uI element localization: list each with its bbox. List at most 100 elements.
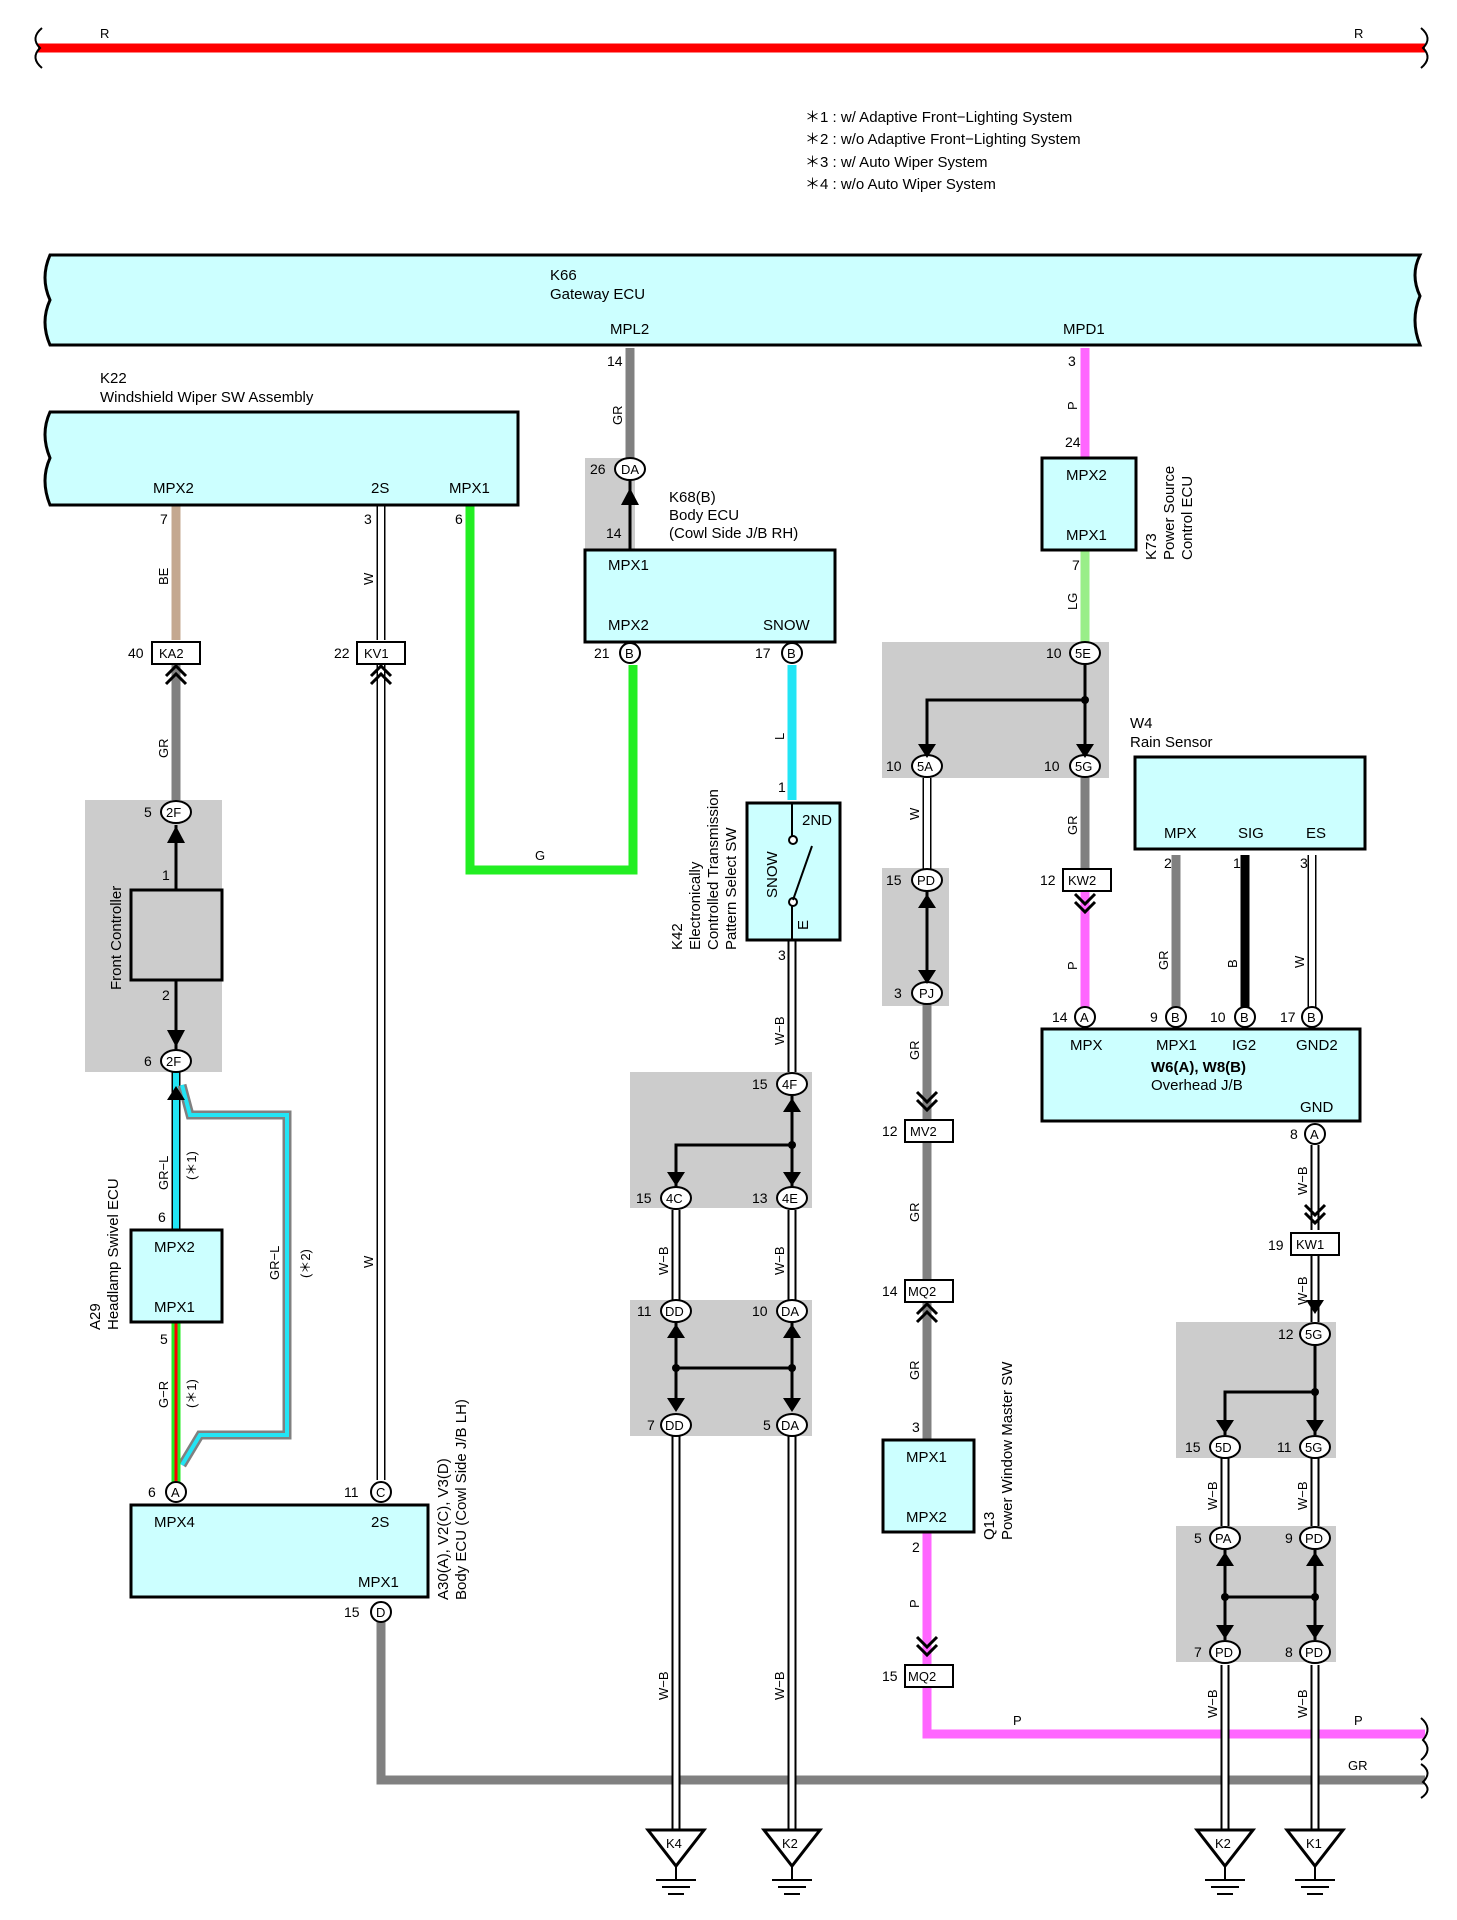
- j5e-conn: 5E: [1075, 646, 1091, 661]
- fc-conn-2f-b: 2F: [166, 1054, 181, 1069]
- w4-pin-es: ES: [1306, 825, 1326, 842]
- wire-label-w1: W: [361, 572, 376, 585]
- wire-label-wb-pd4: W−B: [1295, 1689, 1310, 1718]
- fc-num-5: 5: [144, 804, 152, 820]
- w6-num-10: 10: [1210, 1009, 1226, 1025]
- k66-pin-mpd1: MPD1: [1063, 321, 1105, 338]
- w6-conn-a2: A: [1310, 1127, 1319, 1142]
- k22-pin-2s: 2S: [371, 480, 389, 497]
- k68-name: Body ECU: [669, 507, 739, 524]
- k73-pin-mpx1: MPX1: [1066, 527, 1107, 544]
- k66-pin-num-3: 3: [1068, 353, 1076, 369]
- wire-label-gr-mv2: GR: [907, 1203, 922, 1223]
- inline-connectors: 40 KA2 22 KV1 12 KW2 12 MV2 14 MQ2 15 MQ…: [128, 641, 1340, 1688]
- wire-label-grl2: GR−L: [267, 1246, 282, 1280]
- k66-pin-num-14: 14: [607, 353, 623, 369]
- jda1-conn: DA: [781, 1304, 799, 1319]
- wire-color-labels: GR P BE W GR G L LG W GR P GR B W GR−L (…: [156, 401, 1368, 1773]
- ground-symbols: K4 K2 K2 K1: [644, 1828, 1347, 1895]
- w6-overhead-jb: 14 A 9 B 10 B 17 B MPX MPX1 IG2 GND2 W6(…: [1040, 1006, 1362, 1145]
- k66-gateway-ecu: K66 Gateway ECU MPL2 MPD1 14 3: [43, 253, 1423, 369]
- k42-name2: Controlled Transmission: [705, 789, 722, 950]
- w4-num-3: 3: [1300, 855, 1308, 871]
- a30-body-ecu: 6 A 11 C MPX4 2S MPX1 15 D A30(A), V2(C)…: [129, 1399, 470, 1623]
- q13-power-window-master-switch: 3 MPX1 MPX2 2 Q13 Power Window Master SW: [881, 1361, 1016, 1555]
- k42-pin-e: E: [795, 920, 812, 930]
- k22-num-6: 6: [455, 511, 463, 527]
- w4-num-1: 1: [1233, 855, 1241, 871]
- j4e-num: 13: [752, 1190, 768, 1206]
- wires: [171, 348, 1425, 1830]
- bus-label-right: R: [1354, 26, 1363, 41]
- w6-name: Overhead J/B: [1151, 1077, 1243, 1094]
- ground-k1-icon: K1: [1283, 1828, 1347, 1895]
- wire-label-l: L: [772, 733, 787, 740]
- mq2b-num: 15: [882, 1668, 898, 1684]
- wire-label-wb-4e: W−B: [772, 1246, 787, 1275]
- wire-label-gr1: GR: [610, 406, 625, 426]
- k42-pattern-select-switch: 1 2ND SNOW E 3 K42 Electronically Contro…: [669, 779, 842, 963]
- j5a-num: 10: [886, 758, 902, 774]
- switch-blade-icon: [792, 845, 813, 901]
- top-power-bus: R R: [34, 26, 1429, 69]
- j5g3-conn: 5G: [1305, 1440, 1322, 1455]
- wire-label-wb-5d: W−B: [1205, 1481, 1220, 1510]
- mq2a-conn: MQ2: [908, 1284, 936, 1299]
- k68-id: K68(B): [669, 489, 716, 506]
- a30-conn-c: C: [376, 1485, 385, 1500]
- ka2-num: 40: [128, 645, 144, 661]
- j4c-num: 15: [636, 1190, 652, 1206]
- k68-pin-mpx2: MPX2: [608, 617, 649, 634]
- w6-num-17: 17: [1280, 1009, 1296, 1025]
- k68-pin-mpx1: MPX1: [608, 557, 649, 574]
- w6-conn-a1: A: [1080, 1010, 1089, 1025]
- wire-label-p-q13: P: [907, 1599, 922, 1608]
- a29-num-6: 6: [158, 1209, 166, 1225]
- jpj-conn: PJ: [919, 986, 934, 1001]
- fc-conn-2f-a: 2F: [166, 805, 181, 820]
- wire-label-w5a: W: [907, 807, 922, 820]
- k42-id: K42: [669, 923, 686, 950]
- w4-num-2: 2: [1164, 855, 1172, 871]
- w4-rain-sensor: W4 Rain Sensor MPX SIG ES 2 1 3: [1130, 715, 1367, 871]
- wire-label-be: BE: [156, 567, 171, 585]
- fc-num-6: 6: [144, 1053, 152, 1069]
- wire-label-wb-k42: W−B: [772, 1016, 787, 1045]
- k68-num-26: 26: [590, 461, 606, 477]
- wire-label-star1b: (＊1): [184, 1379, 199, 1408]
- a29-pin-mpx1: MPX1: [154, 1299, 195, 1316]
- q13-num-3: 3: [912, 1419, 920, 1435]
- jdd2-conn: DD: [665, 1418, 684, 1433]
- note-1: ＊1 : w/ Adaptive Front−Lighting System: [805, 109, 1072, 126]
- k42-name3: Pattern Select SW: [723, 827, 740, 950]
- w6-pin-mpx: MPX: [1070, 1037, 1103, 1054]
- wire-label-grl1: GR−L: [156, 1156, 171, 1190]
- kw2-num: 12: [1040, 872, 1056, 888]
- mv2-num: 12: [882, 1123, 898, 1139]
- wire-label-p-bus2: P: [1354, 1713, 1363, 1728]
- jpd4-conn: PD: [1305, 1645, 1323, 1660]
- mq2b-conn: MQ2: [908, 1669, 936, 1684]
- k73-name2: Control ECU: [1179, 476, 1196, 560]
- k68-num-14: 14: [606, 525, 622, 541]
- fc-num-1: 1: [162, 867, 170, 883]
- wire-label-w-w4: W: [1292, 955, 1307, 968]
- jpa-conn: PA: [1215, 1531, 1232, 1546]
- k66-name: Gateway ECU: [550, 286, 645, 303]
- k22-pin-mpx2: MPX2: [153, 480, 194, 497]
- k42-pin-snow: SNOW: [764, 850, 781, 898]
- wire-label-gr-r: G−R: [156, 1381, 171, 1408]
- w4-id: W4: [1130, 715, 1153, 732]
- wire-label-wb-w6: W−B: [1295, 1166, 1310, 1195]
- kw1-num: 19: [1268, 1237, 1284, 1253]
- wire-label-wb-pd3: W−B: [1205, 1689, 1220, 1718]
- k22-num-7: 7: [160, 511, 168, 527]
- w6-conn-b1: B: [1171, 1010, 1180, 1025]
- ground-k2b-icon: K2: [1193, 1828, 1257, 1895]
- jpd3-conn: PD: [1215, 1645, 1233, 1660]
- a29-num-5: 5: [160, 1331, 168, 1347]
- kv1-conn: KV1: [364, 646, 389, 661]
- k73-power-source-ecu: 24 MPX2 MPX1 7 K73 Power Source Control …: [1040, 434, 1196, 573]
- k68-conn-da: DA: [621, 462, 639, 477]
- wire-label-w-kv1: W: [361, 1255, 376, 1268]
